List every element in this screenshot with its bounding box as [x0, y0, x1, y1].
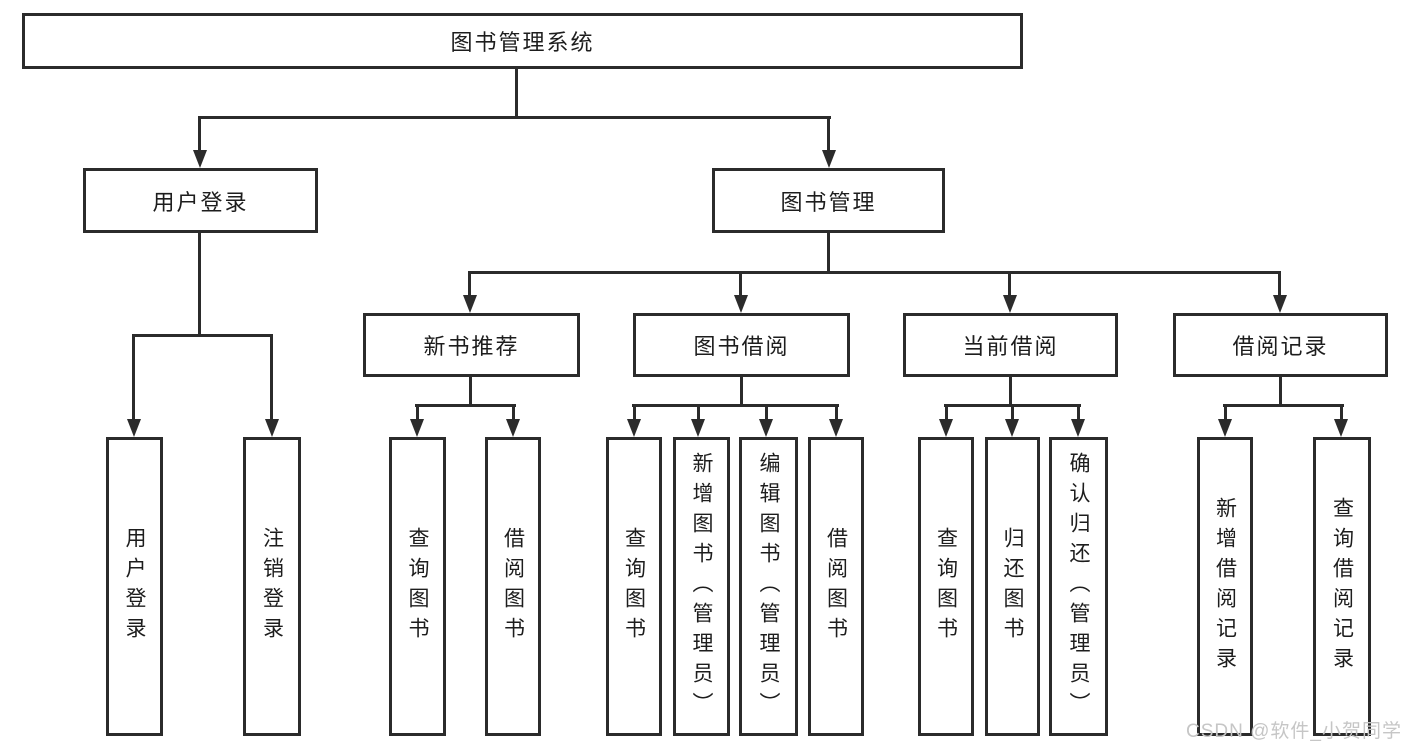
leaf-label: 注销登录	[260, 526, 284, 647]
connector-to-book-management	[827, 117, 830, 153]
connector-to-recommend-query	[416, 406, 419, 422]
leaf-label: 新增图书（管理员）	[690, 451, 713, 722]
connector-to-current-query	[945, 406, 948, 422]
connector-current-rail	[944, 404, 1081, 407]
arrow-to-borrow-query	[627, 419, 641, 437]
connector-borrow-rail	[632, 404, 839, 407]
csdn-watermark: CSDN @软件_小贺同学	[1186, 721, 1402, 742]
leaf-borrow-query-book: 查询图书	[606, 437, 662, 736]
connector-to-current-confirm	[1077, 406, 1080, 422]
leaf-current-query-book: 查询图书	[918, 437, 974, 736]
leaf-borrow-add-book-admin: 新增图书（管理员）	[673, 437, 730, 736]
leaf-label: 查询图书	[934, 526, 958, 647]
arrow-to-new-recommend	[463, 295, 477, 313]
connector-borrow-stem	[740, 376, 743, 407]
leaf-recommend-query-book: 查询图书	[389, 437, 446, 736]
leaf-borrow-borrow-book: 借阅图书	[808, 437, 864, 736]
connector-records-rail	[1223, 404, 1344, 407]
leaf-borrow-edit-book-admin: 编辑图书（管理员）	[739, 437, 798, 736]
arrow-to-records-add	[1218, 419, 1232, 437]
leaf-label: 查询图书	[406, 526, 429, 647]
arrow-to-recommend-borrow	[506, 419, 520, 437]
arrow-to-borrow-borrow	[829, 419, 843, 437]
arrow-to-leaf-logout	[265, 419, 279, 437]
leaf-logout: 注销登录	[243, 437, 301, 736]
connector-to-current-borrow	[1008, 272, 1011, 297]
connector-to-leaf-logout	[270, 336, 273, 421]
leaf-label: 查询借阅记录	[1330, 496, 1354, 677]
arrow-to-book-borrow	[734, 295, 748, 313]
node-book-borrow: 图书借阅	[633, 313, 850, 377]
connector-to-user-login	[198, 117, 201, 153]
leaf-recommend-borrow-book: 借阅图书	[485, 437, 541, 736]
leaf-current-confirm-return-admin: 确认归还（管理员）	[1049, 437, 1108, 736]
connector-login-stem	[198, 232, 201, 337]
arrow-to-current-return	[1005, 419, 1019, 437]
connector-to-borrow-add	[697, 406, 700, 422]
arrow-to-current-query	[939, 419, 953, 437]
connector-level3-rail	[468, 271, 1281, 274]
connector-recommend-rail	[415, 404, 516, 407]
leaf-current-return-book: 归还图书	[985, 437, 1040, 736]
connector-mgmt-stem	[827, 232, 830, 273]
connector-to-recommend-borrow	[512, 406, 515, 422]
leaf-label: 编辑图书（管理员）	[757, 451, 780, 722]
arrow-to-user-login	[193, 150, 207, 168]
connector-level2-rail	[198, 116, 831, 119]
arrow-to-current-borrow	[1003, 295, 1017, 313]
arrow-to-records-query	[1334, 419, 1348, 437]
connector-root-stem	[515, 68, 518, 118]
leaf-records-add-record: 新增借阅记录	[1197, 437, 1253, 736]
connector-to-borrow-edit	[765, 406, 768, 422]
connector-to-records-add	[1224, 406, 1227, 422]
node-current-borrow: 当前借阅	[903, 313, 1118, 377]
arrow-to-recommend-query	[410, 419, 424, 437]
leaf-label: 查询图书	[622, 526, 646, 647]
node-borrow-records: 借阅记录	[1173, 313, 1388, 377]
connector-to-borrow-records	[1278, 272, 1281, 297]
arrow-to-borrow-edit	[759, 419, 773, 437]
leaf-label: 用户登录	[123, 526, 146, 647]
connector-to-new-recommend	[468, 272, 471, 297]
connector-to-records-query	[1340, 406, 1343, 422]
leaf-label: 借阅图书	[824, 526, 848, 647]
arrow-to-book-management	[822, 150, 836, 168]
leaf-label: 归还图书	[1001, 526, 1024, 647]
connector-recommend-stem	[469, 376, 472, 407]
node-root-system: 图书管理系统	[22, 13, 1023, 69]
connector-current-stem	[1009, 376, 1012, 407]
connector-login-rail	[132, 334, 273, 337]
leaf-records-query-record: 查询借阅记录	[1313, 437, 1371, 736]
connector-to-leaf-user-login	[132, 336, 135, 421]
connector-to-book-borrow	[739, 272, 742, 297]
arrow-to-current-confirm	[1071, 419, 1085, 437]
connector-to-borrow-query	[633, 406, 636, 422]
arrow-to-borrow-add	[691, 419, 705, 437]
leaf-label: 新增借阅记录	[1213, 496, 1237, 677]
leaf-label: 确认归还（管理员）	[1067, 451, 1090, 722]
arrow-to-borrow-records	[1273, 295, 1287, 313]
leaf-user-login: 用户登录	[106, 437, 163, 736]
connector-to-current-return	[1011, 406, 1014, 422]
node-user-login: 用户登录	[83, 168, 318, 233]
arrow-to-leaf-user-login	[127, 419, 141, 437]
connector-to-borrow-borrow	[835, 406, 838, 422]
leaf-label: 借阅图书	[501, 526, 525, 647]
connector-records-stem	[1279, 376, 1282, 407]
node-new-book-recommend: 新书推荐	[363, 313, 580, 377]
node-book-management: 图书管理	[712, 168, 945, 233]
